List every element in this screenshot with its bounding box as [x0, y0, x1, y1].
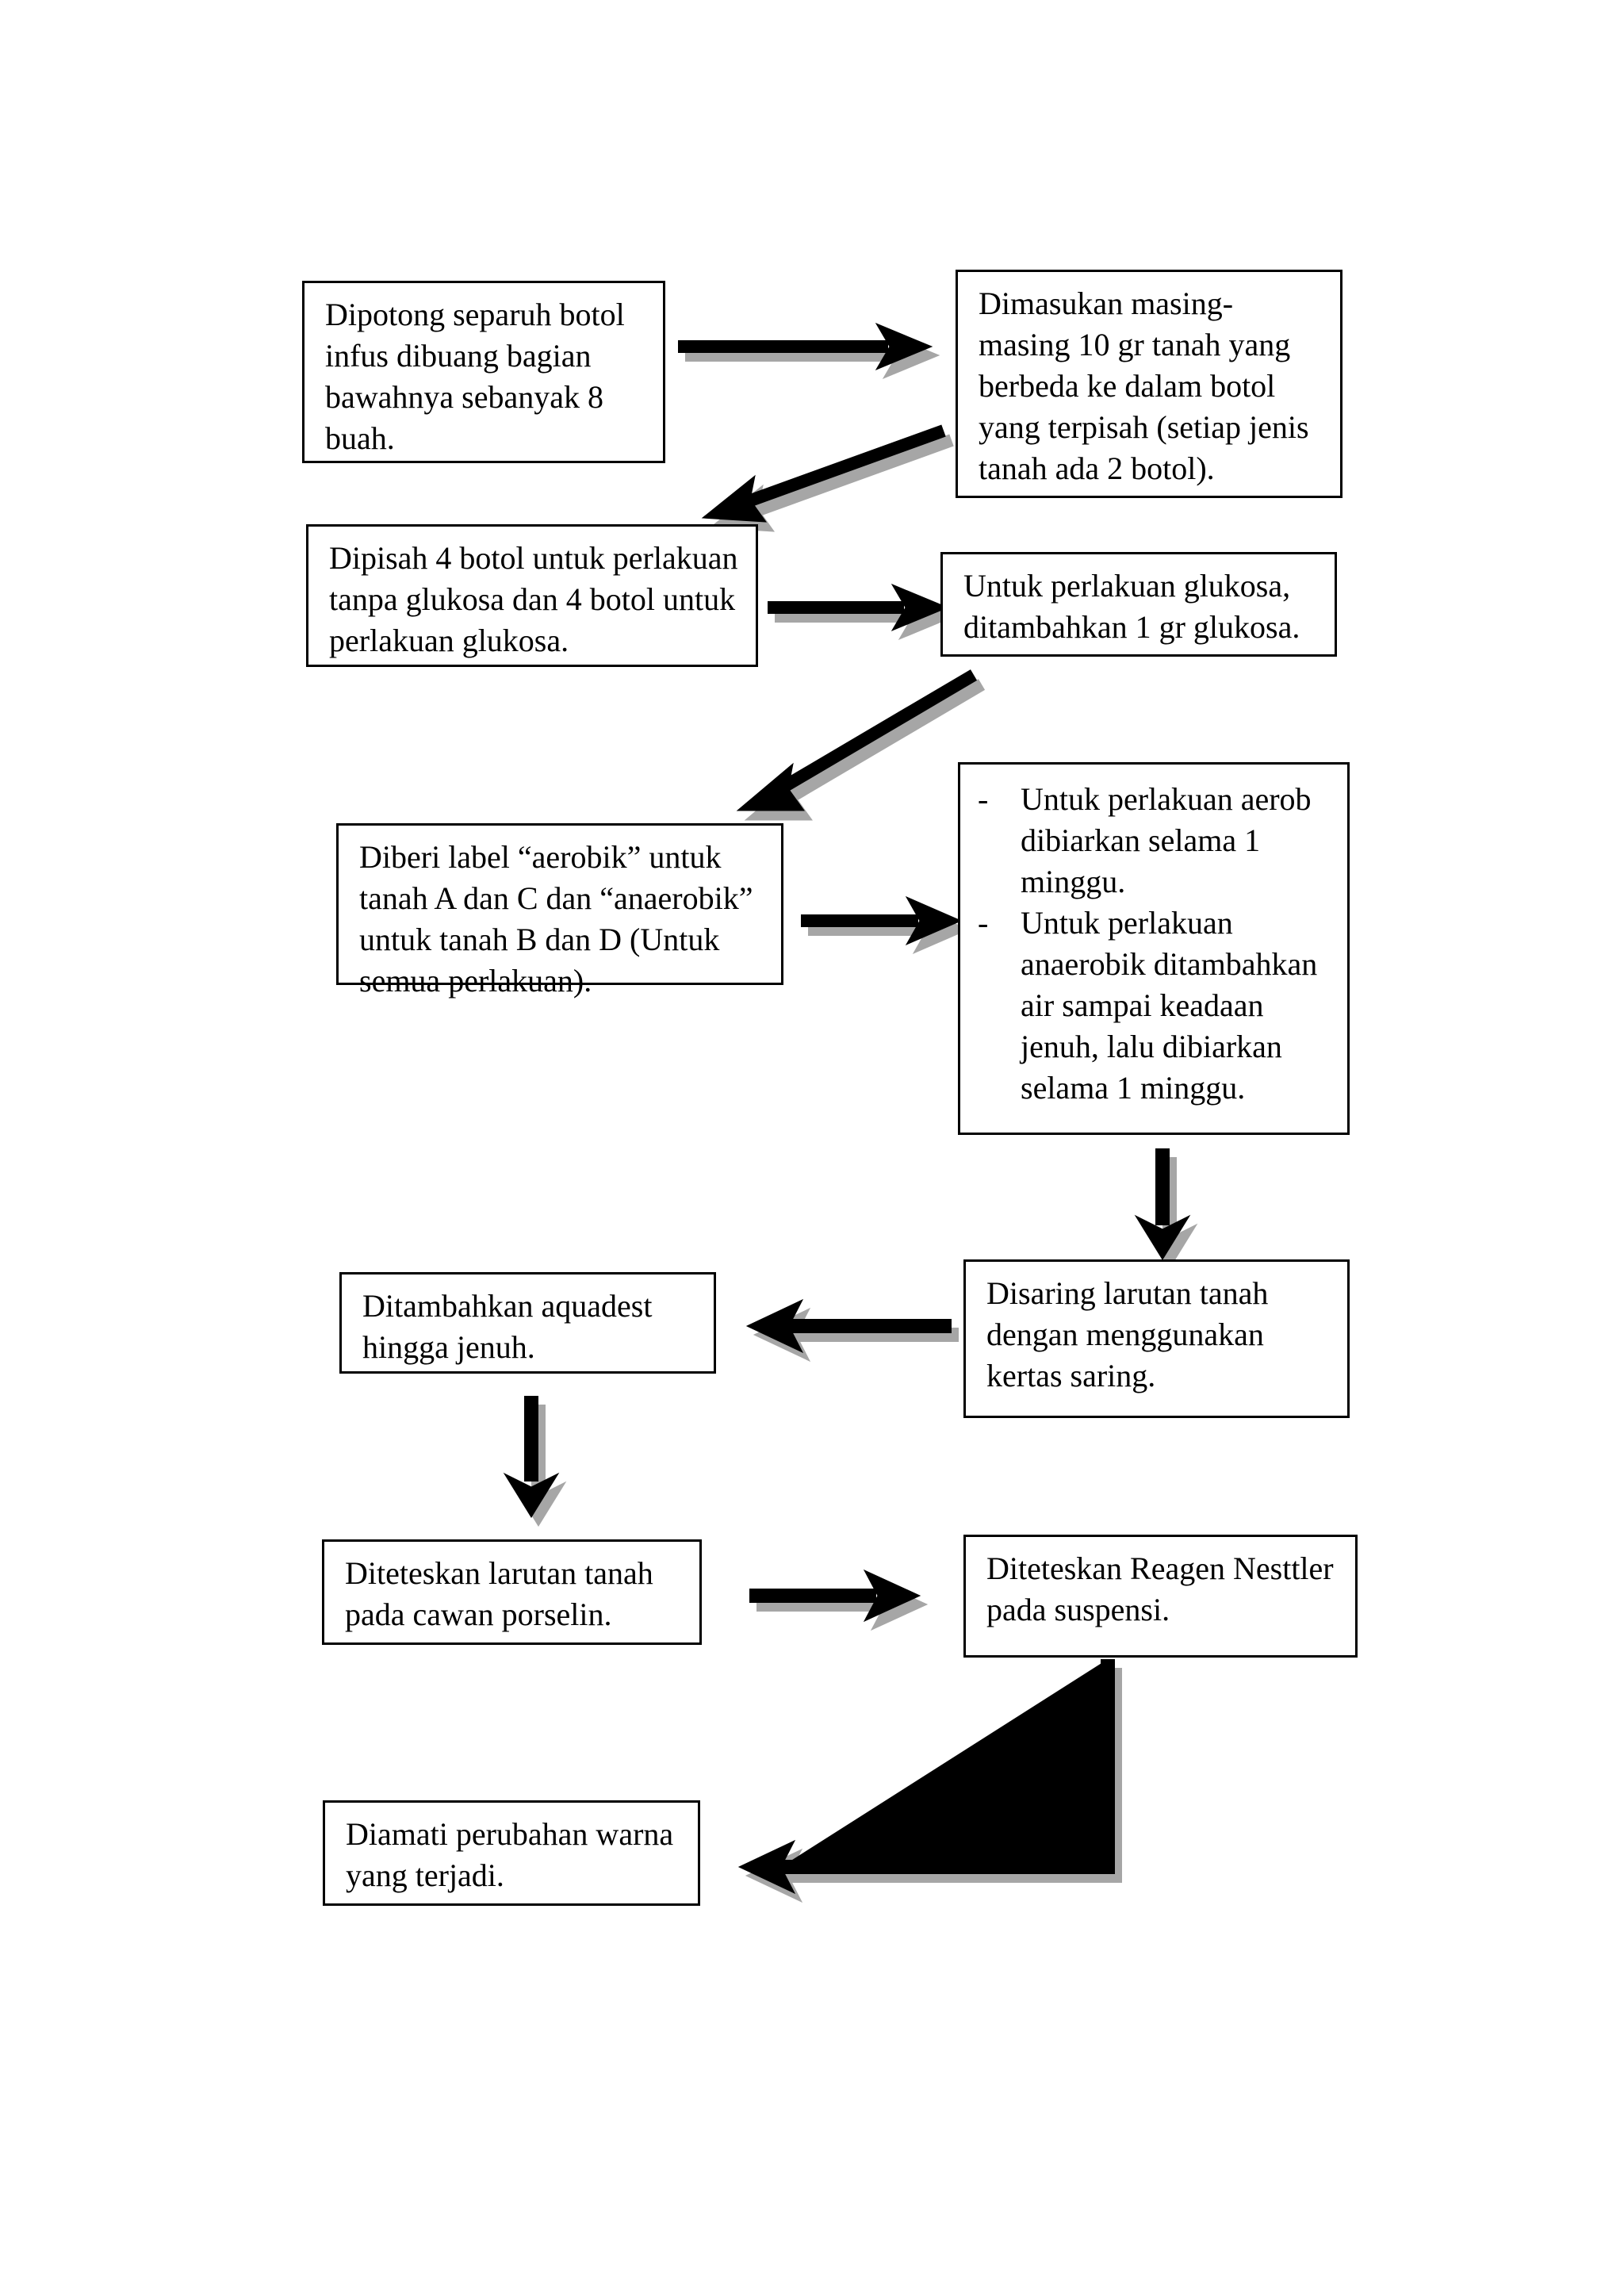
bullet-item-aerob-text: Untuk perlakuan aerob dibiarkan selama 1… — [1021, 781, 1312, 899]
node-dipotong-botol[interactable]: Dipotong separuh botol infus dibuang bag… — [302, 281, 665, 463]
node-diamati-perubahan-text: Diamati perubahan warna yang terjadi. — [346, 1816, 674, 1893]
node-dipotong-botol-text: Dipotong separuh botol infus dibuang bag… — [325, 297, 625, 456]
node-dimasukan-tanah-text: Dimasukan masing-masing 10 gr tanah yang… — [979, 286, 1309, 486]
node-disaring-larutan[interactable]: Disaring larutan tanah dengan menggunaka… — [963, 1259, 1350, 1418]
node-diamati-perubahan[interactable]: Diamati perubahan warna yang terjadi. — [323, 1800, 700, 1906]
node-dipisah-botol-text: Dipisah 4 botol untuk perlakuan tanpa gl… — [329, 540, 738, 658]
edge-n6-to-n7 — [1134, 1148, 1198, 1269]
node-diteteskan-reagen[interactable]: Diteteskan Reagen Nesttler pada suspensi… — [963, 1535, 1358, 1658]
node-dipisah-botol[interactable]: Dipisah 4 botol untuk perlakuan tanpa gl… — [306, 524, 758, 667]
edge-n5-to-n6 — [801, 895, 970, 955]
edge-n10-to-n11 — [737, 1659, 1122, 1903]
node-diberi-label[interactable]: Diberi label “aerobik” untuk tanah A dan… — [336, 823, 783, 999]
node-dimasukan-tanah[interactable]: Dimasukan masing-masing 10 gr tanah yang… — [956, 270, 1342, 498]
edge-n8-to-n9 — [503, 1396, 567, 1527]
node-perlakuan-glukosa[interactable]: Untuk perlakuan glukosa, ditambahkan 1 g… — [940, 552, 1337, 657]
node-diteteskan-larutan-text: Diteteskan larutan tanah pada cawan pors… — [345, 1555, 653, 1632]
node-diteteskan-larutan[interactable]: Diteteskan larutan tanah pada cawan pors… — [322, 1539, 702, 1645]
edge-n7-to-n8 — [745, 1298, 959, 1363]
node-ditambahkan-aquadest-text: Ditambahkan aquadest hingga jenuh. — [362, 1288, 653, 1365]
node-disaring-larutan-text: Disaring larutan tanah dengan menggunaka… — [986, 1275, 1269, 1393]
node-perlakuan-aerob-anaerob[interactable]: - Untuk perlakuan aerob dibiarkan selama… — [958, 762, 1350, 1135]
bullet-marker-icon: - — [978, 905, 989, 941]
node-ditambahkan-aquadest[interactable]: Ditambahkan aquadest hingga jenuh. — [339, 1272, 716, 1374]
bullet-item-anaerob-text: Untuk perlakuan anaerobik ditambahkan ai… — [1021, 905, 1318, 1106]
bullet-item-anaerob: - Untuk perlakuan anaerobik ditambahkan … — [971, 903, 1335, 1109]
edge-n4-to-n5 — [736, 669, 986, 821]
node-diteteskan-reagen-text: Diteteskan Reagen Nesttler pada suspensi… — [986, 1550, 1334, 1627]
bullet-item-aerob: - Untuk perlakuan aerob dibiarkan selama… — [971, 779, 1335, 903]
edge-n9-to-n10 — [749, 1569, 929, 1631]
edge-n2-to-n3 — [701, 424, 954, 532]
edge-n3-to-n4 — [768, 583, 956, 641]
edge-n1-to-n2 — [678, 322, 940, 380]
node-perlakuan-glukosa-text: Untuk perlakuan glukosa, ditambahkan 1 g… — [963, 568, 1300, 645]
node-diberi-label-text: Diberi label “aerobik” untuk tanah A dan… — [359, 839, 753, 999]
bullet-marker-icon: - — [978, 781, 989, 817]
